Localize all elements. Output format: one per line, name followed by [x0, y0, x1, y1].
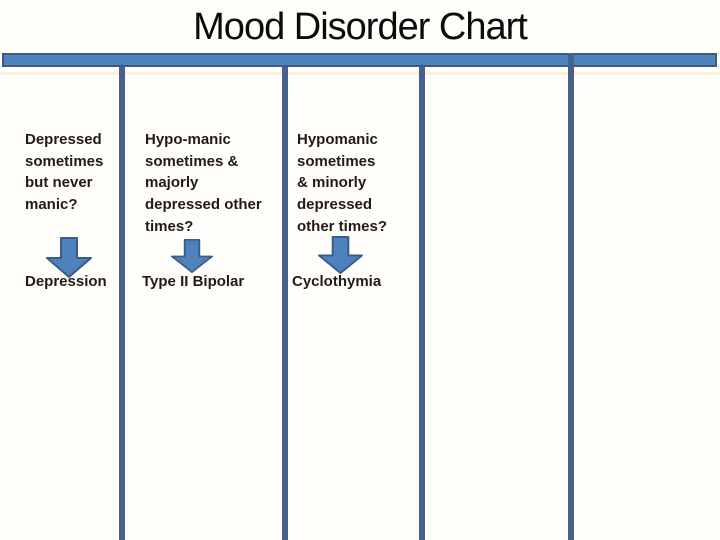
column-2-diagnosis-label: Type II Bipolar [142, 273, 245, 290]
column-divider-line-4 [568, 53, 574, 540]
column-2-question: Hypo-manic sometimes & majorly depressed… [145, 131, 262, 235]
down-arrow-icon [318, 236, 363, 274]
header-bar [2, 53, 717, 67]
column-divider-line-3 [419, 67, 425, 540]
cream-accent-line [0, 72, 720, 75]
column-1-diagnosis-label: Depression [25, 273, 107, 290]
column-divider-line-1 [119, 67, 125, 540]
down-arrow-icon [171, 239, 213, 273]
column-divider-line-2 [282, 67, 288, 540]
column-3-diagnosis-label: Cyclothymia [292, 273, 382, 290]
down-arrow-icon [46, 237, 92, 278]
slide-title: Mood Disorder Chart [193, 6, 528, 48]
column-3-question: Hypomanic sometimes & minorly depressed … [297, 131, 388, 235]
column-1-question: Depressed sometimes but never manic? [25, 131, 104, 214]
